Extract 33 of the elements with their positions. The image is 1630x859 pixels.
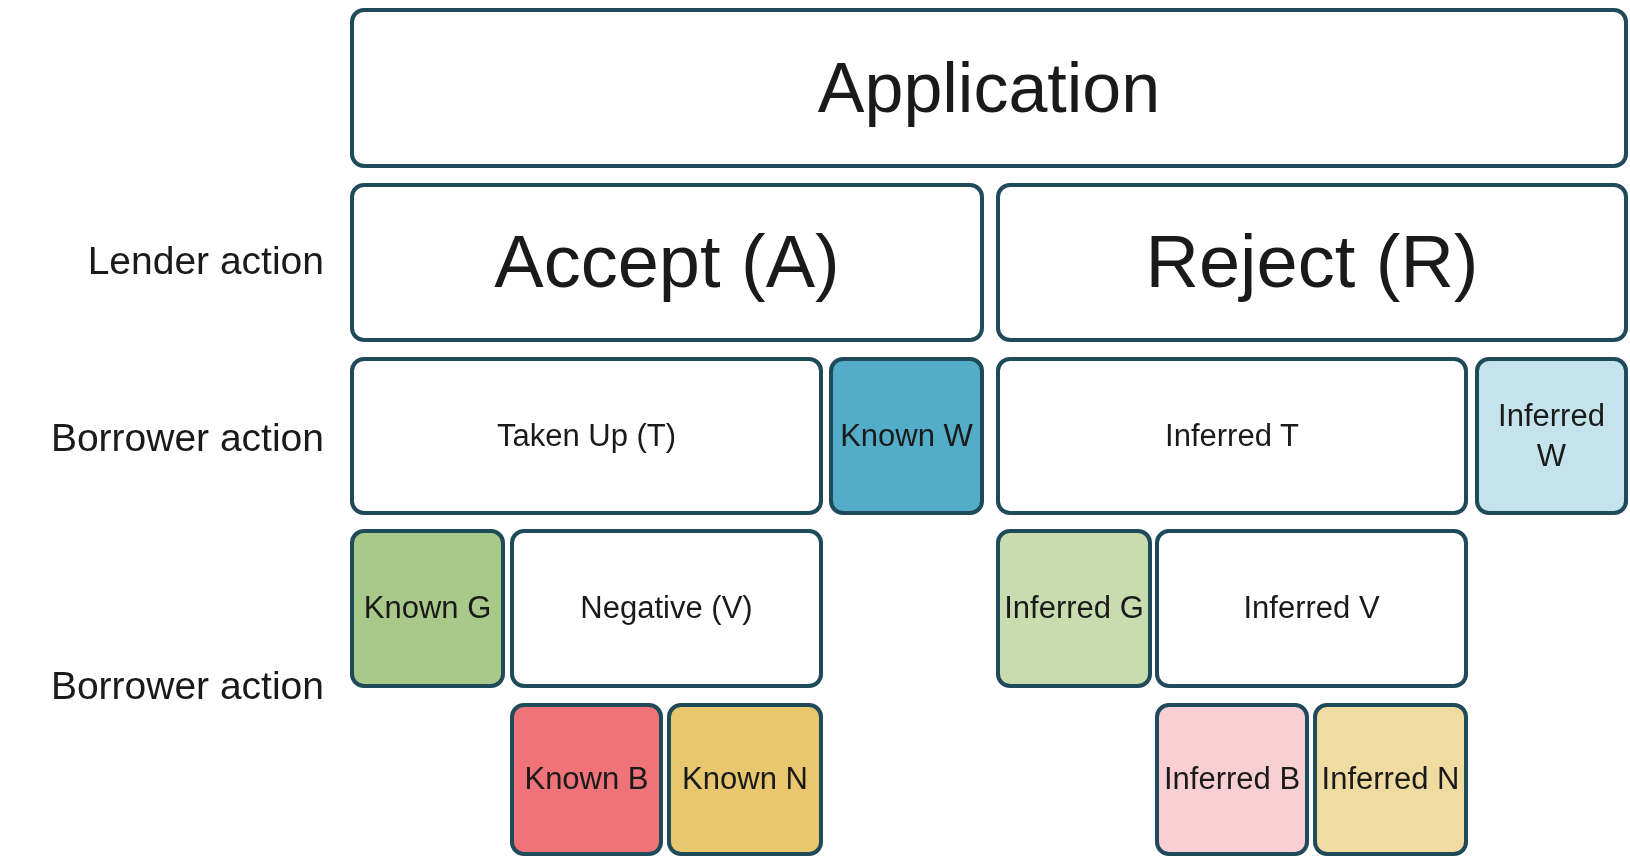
category-box (667, 703, 823, 856)
category-box (350, 357, 823, 515)
box-label: Inferred W (1497, 396, 1606, 475)
box-label: Reject (R) (1145, 219, 1479, 306)
box-label: Inferred N (1321, 760, 1460, 799)
category-box (1475, 357, 1628, 515)
category-box (510, 703, 663, 856)
category-box (996, 357, 1468, 515)
box-label: Inferred G (1004, 589, 1144, 628)
category-box (1313, 703, 1468, 856)
box-label: Inferred V (1243, 589, 1380, 628)
box-label: Inferred T (1165, 416, 1299, 455)
box-label: Known N (682, 760, 808, 799)
category-box (829, 357, 984, 515)
box-label: Accept (A) (494, 219, 840, 306)
row-label: Borrower action (50, 416, 324, 460)
category-box (350, 8, 1628, 168)
box-label: Known G (363, 589, 492, 628)
box-label: Known W (840, 416, 973, 455)
category-box (350, 529, 505, 688)
box-label: Known B (524, 760, 649, 799)
category-box (510, 529, 823, 688)
box-label: Application (817, 47, 1161, 129)
category-box (350, 183, 984, 342)
category-box (1155, 703, 1309, 856)
box-label: Inferred B (1163, 760, 1301, 799)
category-box (996, 183, 1628, 342)
row-label: Lender action (87, 239, 324, 283)
row-label: Borrower action (50, 664, 324, 708)
category-box (996, 529, 1152, 688)
box-label: Taken Up (T) (496, 416, 677, 455)
category-box (1155, 529, 1468, 688)
box-label: Negative (V) (580, 589, 753, 628)
